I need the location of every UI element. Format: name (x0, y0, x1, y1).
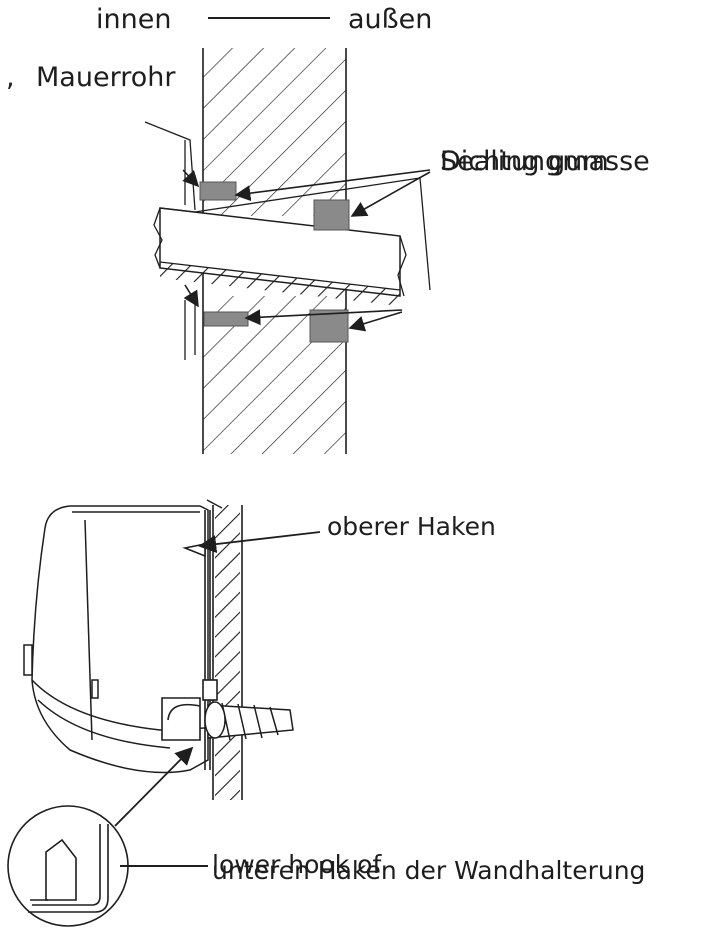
top-arrows (182, 169, 431, 332)
bottom-arrows (114, 531, 321, 827)
wall-screw (204, 701, 294, 741)
label-sealant-en: Sealing gum (440, 146, 609, 177)
label-lower-hook-en: lower hook of (212, 850, 382, 879)
margin-mark: , (6, 62, 15, 93)
label-wall-pipe: Mauerrohr (36, 62, 176, 93)
label-outside: außen (348, 4, 433, 35)
label-lower-hook-de: unteren Haken der Wandhalterung (212, 856, 646, 885)
label-inside: innen (96, 4, 172, 35)
wall-section-bottom (206, 499, 243, 800)
label-upper-hook: oberer Haken (327, 512, 496, 541)
lower-hook-detail (7, 805, 208, 927)
sealant-blocks (199, 181, 350, 343)
label-sealant-de: Dichtungmasse (440, 146, 650, 177)
wall-pipe (153, 207, 407, 306)
